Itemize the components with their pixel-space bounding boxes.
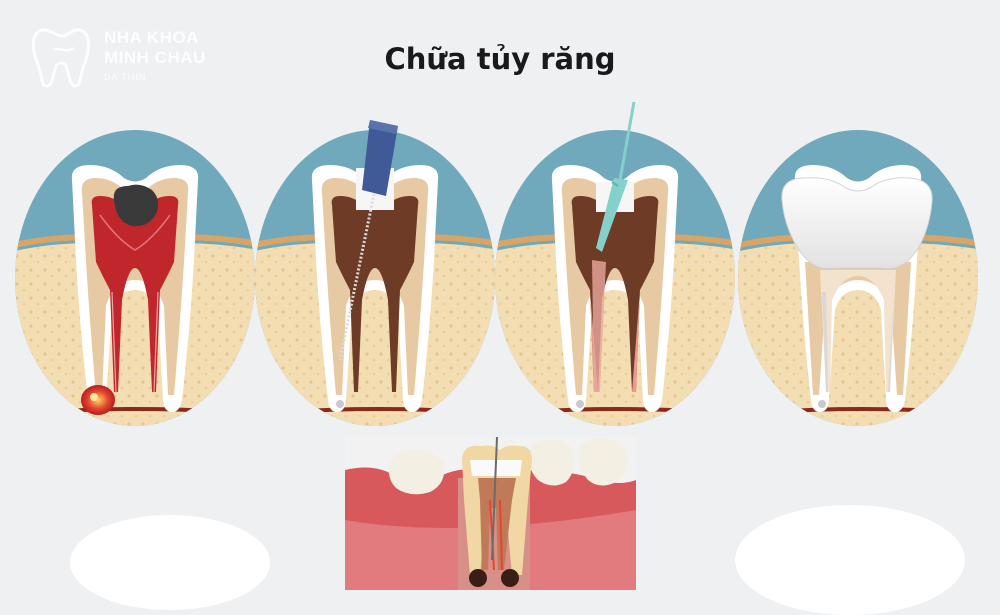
stage-1-infected-tooth [15, 130, 255, 426]
logo-line-1: NHA KHOA [104, 28, 199, 47]
logo-line-3: DA THIN [104, 72, 147, 82]
root-canal-diagram [15, 101, 978, 590]
irrigation-needle-icon [596, 101, 636, 252]
stage-2-cleaning-tooth [255, 120, 495, 426]
tooth-logo-icon [31, 28, 91, 88]
logo-line-2: MINH CHAU [104, 48, 206, 67]
jaw-illustration [345, 437, 636, 590]
page-title: Chữa tủy răng [384, 42, 616, 76]
clinic-logo: NHA KHOA MINH CHAU DA THIN [30, 24, 270, 94]
decor-blob-right [735, 505, 965, 615]
stage-4-crowned-tooth [738, 130, 978, 426]
file-icon [338, 120, 398, 361]
stage-3-filling-tooth [495, 101, 735, 426]
decor-blob-left [70, 515, 270, 610]
